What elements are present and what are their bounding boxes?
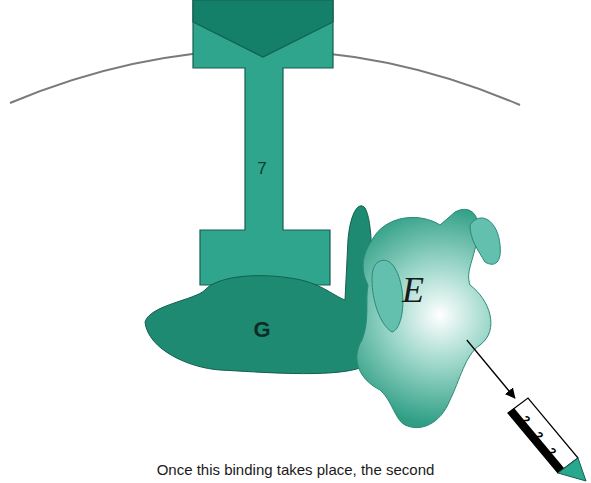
g-protein-outline	[140, 200, 380, 378]
effector-lobe	[470, 218, 500, 264]
second-messenger-tube-outline	[508, 398, 588, 478]
helix-count: 7	[257, 160, 266, 177]
receptor-body	[193, 0, 333, 285]
effector-enzyme: E	[360, 215, 470, 340]
tube-band	[508, 408, 564, 473]
effector-shape	[357, 209, 491, 427]
enzyme-letter: E	[402, 272, 424, 308]
second-messenger-tube-drawing	[508, 398, 586, 481]
g-protein-shape	[145, 206, 377, 374]
effector-enzyme-drawing	[357, 209, 501, 427]
protein-letter: G	[253, 319, 270, 341]
signal-arrow	[467, 340, 515, 398]
effector-lobe	[372, 260, 403, 332]
g-protein: G	[140, 200, 380, 378]
second-messenger-tube: 222	[508, 398, 588, 478]
receptor-drawing	[193, 0, 333, 285]
caption-text: Once this binding takes place, the secon…	[0, 461, 591, 478]
tube-body	[508, 398, 578, 473]
ligand-site	[193, 0, 333, 57]
tube-tip	[558, 458, 586, 481]
receptor-outline	[193, 0, 333, 285]
receptor: 7	[193, 0, 333, 285]
g-protein-drawing	[145, 206, 377, 374]
